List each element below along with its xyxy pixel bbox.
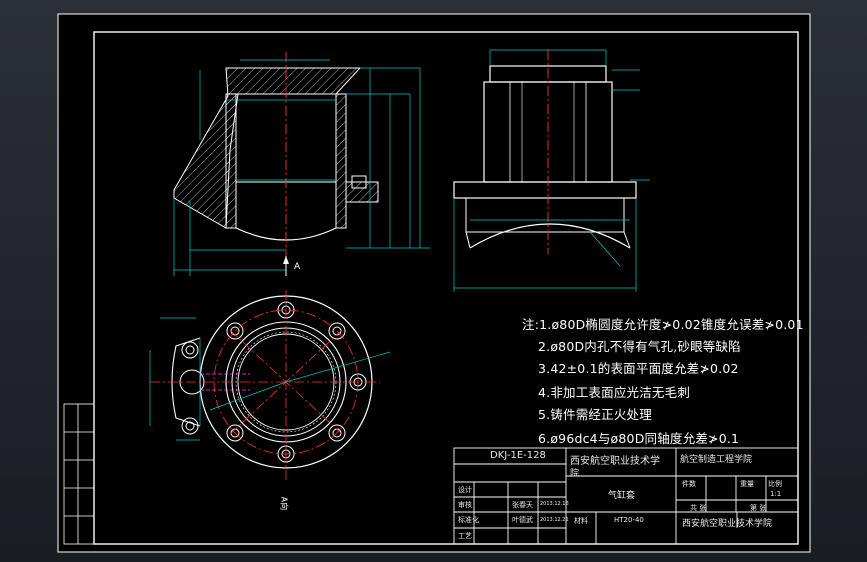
footer-school: 西安航空职业技术学院: [682, 519, 773, 529]
drawing-number: DKJ-1E-128: [490, 450, 546, 461]
sheet-inner-frame: [93, 31, 799, 545]
school-name-line1: 西安航空职业技术学: [570, 456, 660, 467]
note-line-3: 3.42±0.1的表面平面度允差≯0.02: [538, 361, 739, 376]
note-line-5: 5.铸件需经正火处理: [538, 407, 652, 422]
weight-label: 重量: [740, 480, 754, 488]
material-label: 材料: [574, 517, 588, 525]
row-label-review: 审核: [458, 501, 472, 509]
row-label-standard: 标准化: [458, 516, 479, 524]
view-a-arrow-label: A: [294, 262, 301, 272]
sheet-number-label: 第 张: [750, 504, 767, 512]
scale-label: 比例: [768, 480, 782, 488]
note-line-1: 注:1.ø80D椭圆度允许度≯0.02锥度允误差≯0.01: [522, 317, 804, 332]
title-block-lines: [453, 447, 799, 545]
designer-date: 2013.12.21: [540, 517, 569, 523]
designer-name: 叶德武: [512, 516, 533, 524]
part-name: 气缸套: [608, 491, 636, 501]
school-name-line2: 院: [570, 469, 580, 479]
checker-name: 张春天: [512, 501, 533, 509]
material-value: HT20-40: [614, 516, 644, 524]
row-label-process: 工艺: [458, 532, 472, 540]
note-line-6: 6.ø96dc4与ø80D同轴度允差≯0.1: [538, 431, 740, 446]
total-sheets-label: 共 张: [690, 504, 707, 512]
sheet-outer-border: [57, 13, 811, 553]
note-line-2: 2.ø80D内孔不得有气孔,砂眼等缺陷: [538, 339, 741, 354]
side-view: [453, 49, 650, 292]
department-name: 航空制造工程学院: [680, 455, 753, 465]
note-line-4: 4.非加工表面应光洁无毛刺: [538, 385, 691, 400]
front-section-view: [173, 52, 430, 276]
qty-label: 件数: [682, 480, 696, 488]
checker-date: 2013.12.18: [540, 501, 569, 507]
binding-strip: [63, 403, 95, 545]
view-a-label: A向: [279, 496, 289, 511]
scale-value: 1:1: [770, 490, 782, 498]
row-label-design: 设计: [458, 486, 472, 494]
top-view-a: [149, 290, 391, 480]
